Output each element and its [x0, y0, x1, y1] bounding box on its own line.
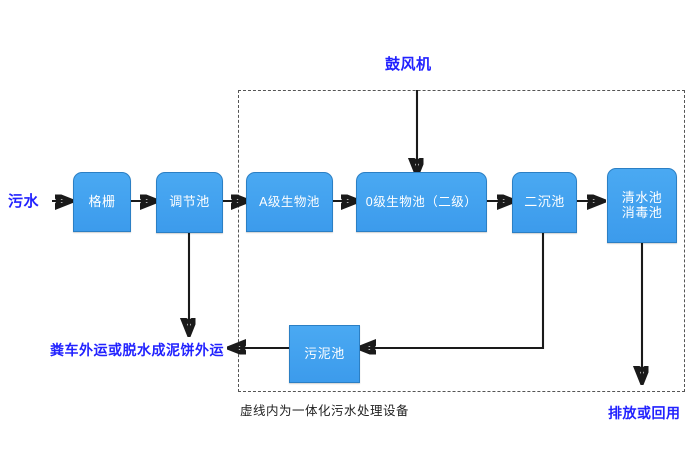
- node-bio-a[interactable]: A级生物池: [246, 172, 333, 232]
- node-regulating-tank[interactable]: 调节池: [156, 172, 223, 233]
- node-clearwater-disinfection[interactable]: 清水池 消毒池: [607, 168, 677, 243]
- integrated-equipment-enclosure: [238, 90, 685, 392]
- node-bio-o[interactable]: 0级生物池（二级）: [356, 172, 487, 232]
- node-secondary-sedimentation[interactable]: 二沉池: [512, 172, 577, 233]
- node-sludge-tank[interactable]: 污泥池: [289, 325, 360, 383]
- label-sludge-transport: 粪车外运或脱水成泥饼外运: [50, 342, 224, 358]
- label-enclosure-note: 虚线内为一体化污水处理设备: [240, 404, 410, 418]
- label-blower: 鼓风机: [385, 56, 432, 73]
- label-influent-wastewater: 污水: [8, 193, 40, 210]
- node-grate[interactable]: 格栅: [73, 172, 131, 232]
- label-discharge-or-reuse: 排放或回用: [608, 405, 681, 421]
